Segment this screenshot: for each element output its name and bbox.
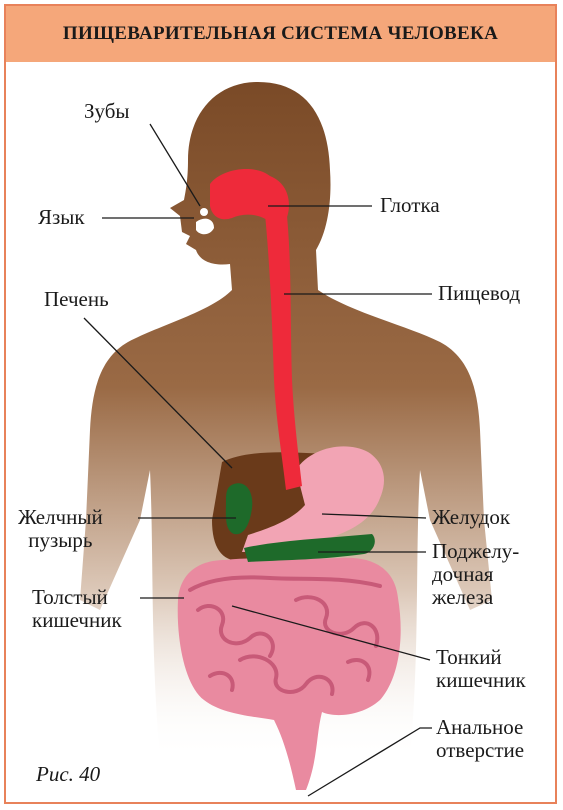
label-small-intestine-line-2: кишечник <box>436 669 526 692</box>
label-pancreas-line-1: Поджелу- <box>432 540 519 563</box>
label-anus-line-1: Анальное <box>436 716 524 739</box>
label-large-intestine-line-2: кишечник <box>32 609 122 632</box>
label-small-intestine: Тонкий кишечник <box>436 646 526 692</box>
label-gallbladder-line-1: Желчный <box>18 506 103 529</box>
label-tongue: Язык <box>38 206 85 229</box>
label-pancreas-line-2: дочная <box>432 563 519 586</box>
label-liver: Печень <box>44 288 109 311</box>
label-large-intestine-line-1: Толстый <box>32 586 122 609</box>
label-stomach: Желудок <box>432 506 510 529</box>
figure-caption: Рис. 40 <box>36 762 100 787</box>
label-small-intestine-line-1: Тонкий <box>436 646 526 669</box>
label-large-intestine: Толстый кишечник <box>32 586 122 632</box>
label-pharynx: Глотка <box>380 194 440 217</box>
label-esophagus: Пищевод <box>438 282 520 305</box>
label-anus-line-2: отверстие <box>436 739 524 762</box>
label-gallbladder-line-2: пузырь <box>18 529 103 552</box>
label-pancreas: Поджелу- дочная железа <box>432 540 519 609</box>
label-gallbladder: Желчный пузырь <box>18 506 103 552</box>
label-teeth: Зубы <box>84 100 130 123</box>
label-anus: Анальное отверстие <box>436 716 524 762</box>
teeth <box>200 208 208 216</box>
label-pancreas-line-3: железа <box>432 586 519 609</box>
